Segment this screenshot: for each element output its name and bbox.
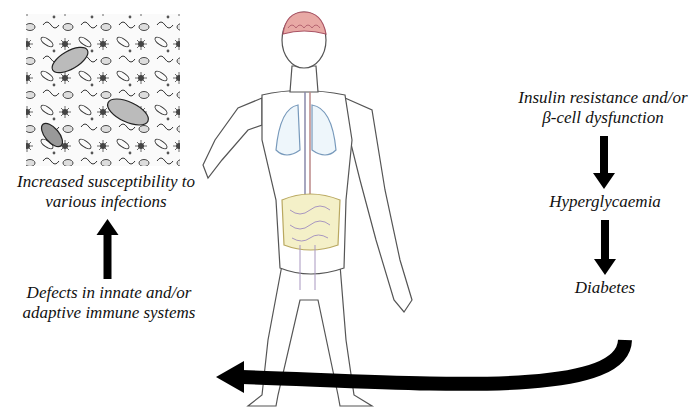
node-label: Diabetes: [540, 278, 670, 298]
arrow-connector: [594, 220, 616, 275]
defect-text: Defects in innate and/or adaptive immune…: [2, 283, 216, 387]
arrow-connector: [593, 136, 615, 189]
human-figure: [203, 12, 412, 406]
node-label: Increased susceptibility to various infe…: [4, 172, 208, 212]
microbes-picture: [26, 14, 180, 166]
node-label: Insulin resistance and/or β-cell dysfunc…: [514, 88, 692, 128]
node-label: Defects in innate and/or adaptive immune…: [2, 283, 216, 323]
state-text: Hyperglycaemia: [530, 192, 680, 216]
outcome-text: Increased susceptibility to various infe…: [4, 172, 208, 216]
disease-text: Diabetes: [540, 278, 670, 340]
cause-text: Insulin resistance and/or β-cell dysfunc…: [514, 88, 692, 132]
arrow-connector: [97, 219, 119, 279]
node-label: Hyperglycaemia: [530, 192, 680, 212]
arrow-connector: [216, 340, 625, 393]
